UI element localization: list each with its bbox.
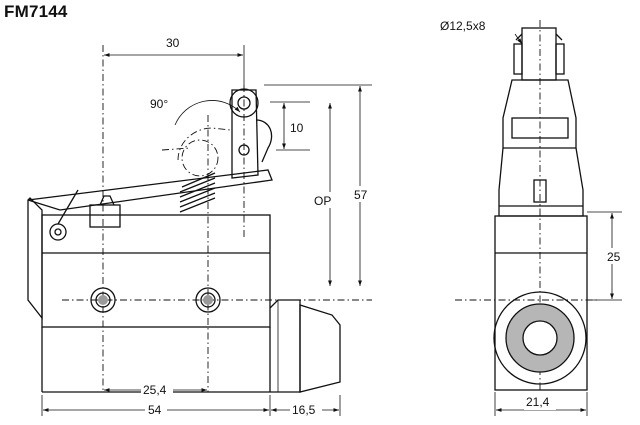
- front-cable-gland: [493, 291, 587, 385]
- spring: [179, 172, 216, 213]
- label-dim-25-4: 25,4: [143, 383, 167, 397]
- rotation-arc: [174, 100, 241, 126]
- roller-arm: [231, 89, 259, 179]
- front-body: [494, 215, 588, 391]
- plunger-block: [89, 204, 121, 228]
- hinge-plate: [27, 197, 43, 320]
- mounting-hole-right: [195, 287, 221, 313]
- cable-gland-cone: [299, 304, 341, 393]
- label-dim-54: 54: [148, 403, 162, 417]
- actuator-lever: [27, 169, 273, 211]
- cable-gland-nut: [269, 299, 301, 393]
- drawing-title: FM7144: [4, 2, 68, 21]
- roller: [229, 88, 259, 118]
- label-dim-21-4: 21,4: [526, 395, 550, 409]
- switch-body: [41, 214, 271, 328]
- side-view: 30 90° 10 OP 57 25,4 54 16,5: [27, 36, 372, 418]
- label-dim-30: 30: [166, 36, 180, 50]
- label-angle-90: 90°: [150, 97, 168, 111]
- arm-pivot: [238, 144, 250, 156]
- label-roller-diameter: Ø12,5x8: [440, 19, 486, 33]
- label-dim-16-5: 16,5: [292, 403, 316, 417]
- mounting-hole-left: [90, 287, 116, 313]
- front-view: Ø12,5x8 25 21,4: [440, 19, 626, 416]
- hinge-pin: [49, 223, 67, 241]
- front-roller: [521, 27, 557, 81]
- label-dim-10: 10: [290, 121, 304, 135]
- label-op: OP: [314, 194, 331, 208]
- label-dim-57: 57: [354, 188, 368, 202]
- label-dim-25: 25: [607, 250, 621, 264]
